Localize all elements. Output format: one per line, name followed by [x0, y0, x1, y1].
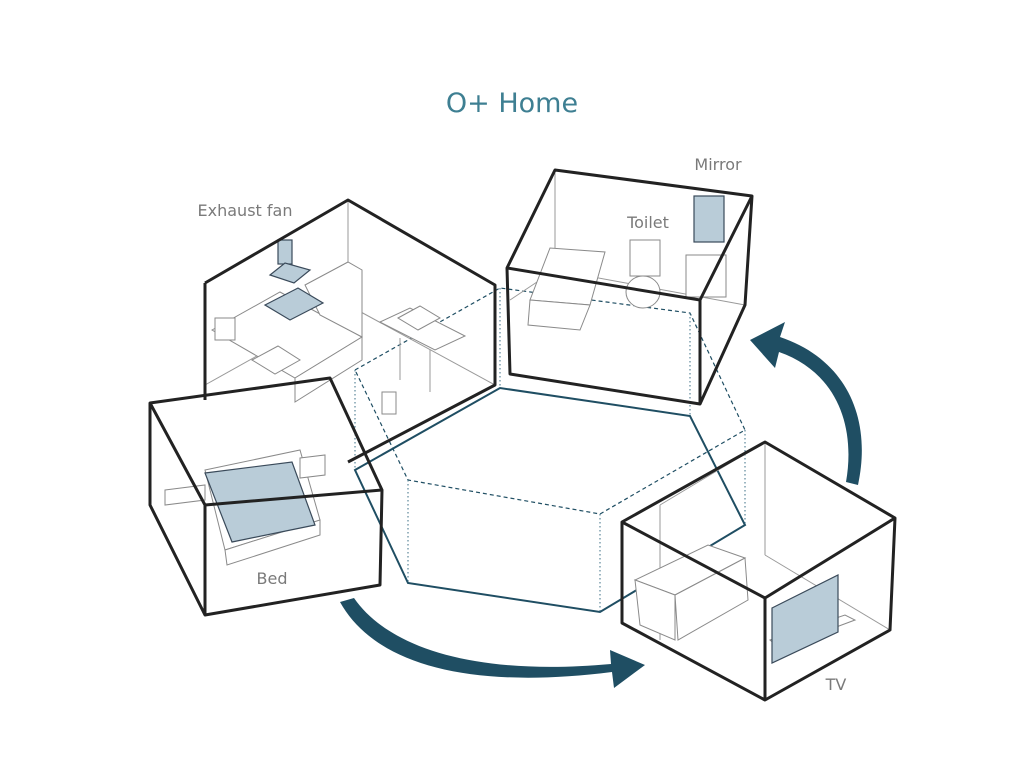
exhaust-fan-hood-icon [268, 262, 312, 284]
dining-chair [396, 305, 442, 331]
living-frame-edge [764, 516, 896, 600]
bedroom-module: Bed [148, 376, 384, 617]
bathtub [529, 247, 606, 306]
living-frame [620, 440, 897, 702]
exhaust-fan-duct-icon [277, 239, 293, 265]
kitchen-frame [204, 198, 497, 464]
kitchen-module: Exhaust fan [198, 198, 497, 464]
bedroom-frame [148, 376, 384, 617]
diagram-title: O+ Home [446, 88, 578, 119]
tv-highlight-icon [771, 574, 839, 664]
kitchen-appliance [214, 317, 236, 341]
kitchen-counter-front [294, 336, 363, 403]
label-mirror: Mirror [694, 155, 742, 174]
bedside-table [299, 454, 326, 479]
hexagon-lower-outline [353, 386, 747, 614]
bathroom-frame-edge [698, 195, 754, 301]
arrow-bed-to-tv-icon [340, 598, 645, 688]
bedside-table [164, 484, 206, 506]
kitchen-floor-edge [347, 304, 496, 386]
kitchen-tall-cabinet [304, 261, 363, 338]
kitchen-bin [381, 391, 397, 415]
label-tv: TV [825, 675, 847, 694]
central-hexagon-volume [353, 287, 747, 614]
cooktop-highlight [263, 287, 325, 321]
bathroom-frame-edge [506, 266, 701, 302]
mattress-highlight [204, 461, 316, 543]
bathroom-module: Mirror Toilet [505, 155, 754, 406]
label-toilet: Toilet [626, 213, 669, 232]
label-exhaust-fan: Exhaust fan [198, 201, 293, 220]
mirror-highlight [693, 195, 725, 243]
toilet-tank [629, 239, 661, 277]
living-module: TV [620, 440, 897, 702]
kitchen-sink [250, 345, 301, 375]
flow-arrows [340, 322, 862, 688]
arrow-tv-to-bathroom-icon [750, 322, 862, 485]
label-bed: Bed [257, 569, 288, 588]
living-frame-edge [621, 520, 766, 600]
bathtub-front [527, 299, 591, 331]
sofa-arm [634, 579, 676, 641]
